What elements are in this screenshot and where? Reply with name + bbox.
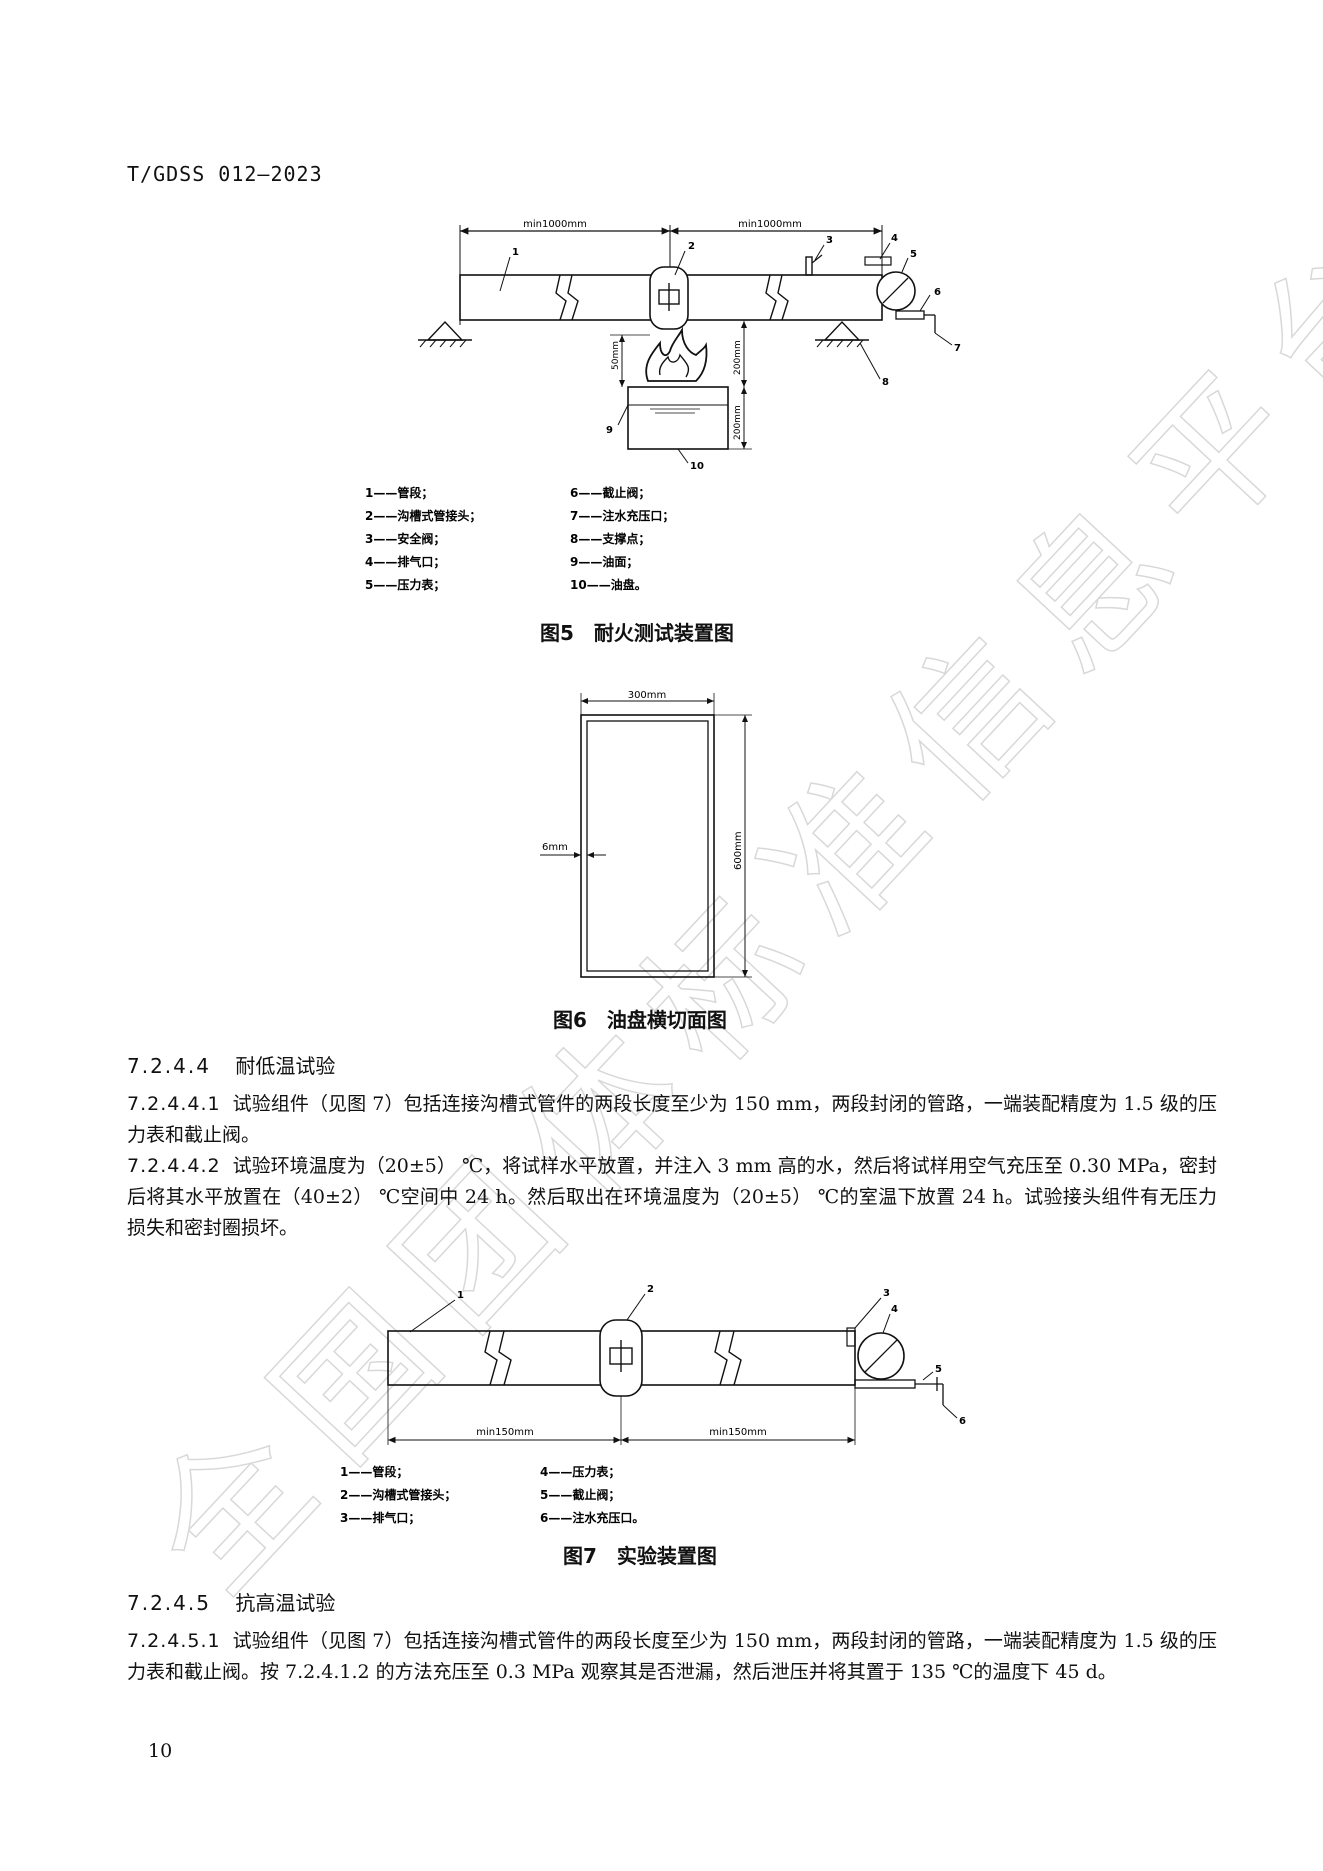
fig7-callout-4: 4 <box>891 1304 898 1315</box>
section-7244-heading: 7.2.4.4 耐低温试验 <box>127 1050 335 1079</box>
fig5-callout-3: 3 <box>826 235 833 246</box>
fig7-dim-right: min150mm <box>709 1427 766 1438</box>
fig5-legend-item: 4——排气口； <box>365 554 445 569</box>
fig5-callout-5: 5 <box>910 249 917 260</box>
fig5-legend-item: 8——支撑点； <box>570 531 650 546</box>
para-text: 试验组件（见图 7）包括连接沟槽式管件的两段长度至少为 150 mm，两段封闭的… <box>127 1093 1217 1146</box>
fig7-callout-3: 3 <box>883 1288 890 1299</box>
para-text: 试验环境温度为（20±5） ℃，将试样水平放置，并注入 3 mm 高的水，然后将… <box>127 1155 1217 1239</box>
fig7-legend-item: 3——排气口； <box>340 1510 420 1525</box>
fig5-legend: 1——管段； 2——沟槽式管接头； 3——安全阀； 4——排气口； 5——压力表… <box>365 485 674 592</box>
fig7-legend-item: 6——注水充压口。 <box>540 1510 644 1525</box>
fig5-dim-left: min1000mm <box>523 219 587 230</box>
fig7-legend-item: 4——压力表； <box>540 1464 620 1479</box>
fig5-legend-item: 5——压力表； <box>365 577 445 592</box>
document-id: T/GDSS 012—2023 <box>127 162 323 186</box>
fig5-legend-item: 9——油面； <box>570 554 638 569</box>
fig7-legend-item: 2——沟槽式管接头； <box>340 1487 456 1502</box>
fig5-legend-item: 6——截止阀； <box>570 485 650 500</box>
fig5-callout-4: 4 <box>891 233 898 244</box>
fig7-legend: 1——管段； 2——沟槽式管接头； 3——排气口； 4——压力表； 5——截止阀… <box>340 1464 644 1525</box>
fig5-legend-item: 10——油盘。 <box>570 577 647 592</box>
fig6-dim-width: 300mm <box>628 690 667 701</box>
fig7-callout-5: 5 <box>935 1364 942 1375</box>
fig7-dim-left: min150mm <box>476 1427 533 1438</box>
fig7-callout-2: 2 <box>647 1284 654 1295</box>
para-number: 7.2.4.4.1 <box>127 1093 221 1115</box>
page-number: 10 <box>148 1740 173 1762</box>
para-text: 试验组件（见图 7）包括连接沟槽式管件的两段长度至少为 150 mm，两段封闭的… <box>127 1630 1217 1683</box>
section-title: 抗高温试验 <box>235 1591 336 1615</box>
fig7-legend-item: 1——管段； <box>340 1464 408 1479</box>
fig5-legend-item: 3——安全阀； <box>365 531 445 546</box>
fig7-callout-6: 6 <box>959 1416 966 1427</box>
fig5-caption: 图5 耐火测试装置图 <box>540 621 734 645</box>
section-number: 7.2.4.5 <box>127 1591 211 1615</box>
fig5-legend-item: 1——管段； <box>365 485 433 500</box>
section-7245-heading: 7.2.4.5 抗高温试验 <box>127 1587 335 1616</box>
fig5-support-left <box>426 320 464 341</box>
fig6-caption: 图6 油盘横切面图 <box>553 1008 727 1032</box>
fig5-legend-item: 2——沟槽式管接头； <box>365 508 481 523</box>
fig5-callout-1: 1 <box>512 247 519 258</box>
fig5-pressure-gauge <box>876 271 916 311</box>
fig7-shutoff-valve <box>854 1379 916 1389</box>
fig5-support-right <box>823 320 861 341</box>
fig5-callout-2: 2 <box>688 241 695 252</box>
fig5-dim-right: min1000mm <box>738 219 802 230</box>
fig5-callout-10: 10 <box>690 461 704 472</box>
fig5-oil-pan <box>627 386 729 450</box>
para-number: 7.2.4.5.1 <box>127 1630 221 1652</box>
fig6-pan-inner <box>586 720 709 972</box>
fig5-callout-7: 7 <box>954 343 961 354</box>
fig6-dim-height: 600mm <box>733 831 744 870</box>
fig5-dim-50: 50mm <box>611 341 621 370</box>
para-number: 7.2.4.4.2 <box>127 1155 221 1177</box>
fig5-dim-200a: 200mm <box>733 340 743 375</box>
section-number: 7.2.4.4 <box>127 1054 211 1078</box>
figure-7: min150mm min150mm 1 2 3 4 5 6 1——管段； 2——… <box>340 1284 966 1525</box>
fig6-dim-wall: 6mm <box>542 842 568 853</box>
section-title: 耐低温试验 <box>235 1054 336 1078</box>
fig7-legend-item: 5——截止阀； <box>540 1487 620 1502</box>
fig5-callout-6: 6 <box>934 287 941 298</box>
fig5-shutoff-valve <box>895 310 925 320</box>
fig5-legend-item: 7——注水充压口； <box>570 508 674 523</box>
fig5-callout-9: 9 <box>606 425 613 436</box>
figure-6: 300mm 600mm 6mm <box>540 690 752 978</box>
fig5-flame-icon <box>645 326 708 382</box>
fig6-pan-outer <box>580 714 715 978</box>
fig5-callout-8: 8 <box>882 377 889 388</box>
fig5-dim-200b: 200mm <box>733 405 743 440</box>
fig5-safety-valve <box>805 256 813 276</box>
fig7-caption: 图7 实验装置图 <box>563 1544 717 1568</box>
figure-5: min1000mm min1000mm 50mm 200mm 200mm 1 2… <box>365 219 961 592</box>
fig7-callout-1: 1 <box>457 1290 464 1301</box>
